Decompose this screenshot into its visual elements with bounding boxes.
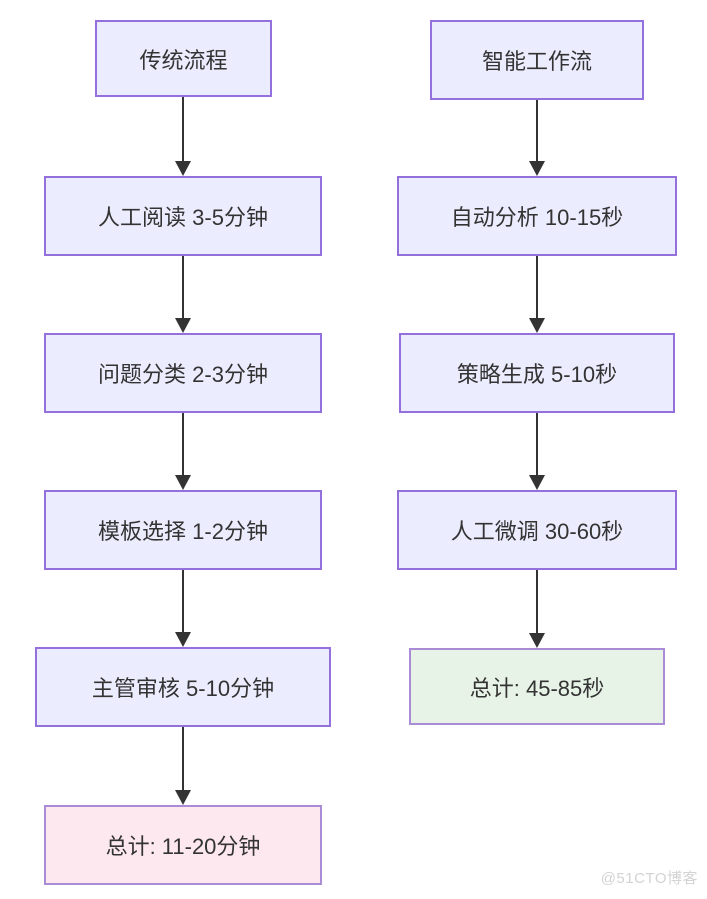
node-label: 智能工作流 <box>481 49 592 74</box>
node-template-selection: 模板选择 1-2分钟 <box>44 490 322 570</box>
arrow-shaft <box>182 570 184 632</box>
node-label: 传统流程 <box>139 47 228 73</box>
arrow-shaft <box>182 413 184 475</box>
node-label: 模板选择 1-2分钟 <box>98 519 268 544</box>
node-label: 问题分类 2-3分钟 <box>98 362 268 387</box>
node-label: 人工微调 30-60秒 <box>450 519 624 544</box>
node-label: 主管审核 5-10分钟 <box>91 676 275 701</box>
arrow-shaft <box>536 100 538 161</box>
arrow-down-icon <box>529 413 545 490</box>
arrow-down-icon <box>175 570 191 647</box>
node-manual-reading: 人工阅读 3-5分钟 <box>44 176 322 256</box>
arrow-head <box>529 161 545 176</box>
arrow-head <box>175 790 191 805</box>
node-label: 自动分析 10-15秒 <box>450 205 624 230</box>
arrow-shaft <box>536 256 538 318</box>
node-traditional-header: 传统流程 <box>95 20 272 97</box>
node-traditional-total: 总计: 11-20分钟 <box>44 805 322 885</box>
arrow-head <box>175 318 191 333</box>
arrow-down-icon <box>175 413 191 490</box>
arrow-head <box>175 161 191 176</box>
node-auto-analysis: 自动分析 10-15秒 <box>397 176 677 256</box>
node-label: 策略生成 5-10秒 <box>456 362 618 387</box>
arrow-shaft <box>536 413 538 475</box>
node-smart-header: 智能工作流 <box>430 20 644 100</box>
arrow-head <box>529 633 545 648</box>
arrow-head <box>175 475 191 490</box>
arrow-head <box>529 318 545 333</box>
arrow-shaft <box>182 97 184 161</box>
arrow-down-icon <box>175 727 191 805</box>
arrow-down-icon <box>175 256 191 333</box>
arrow-head <box>175 632 191 647</box>
node-manual-finetune: 人工微调 30-60秒 <box>397 490 677 570</box>
node-strategy-generation: 策略生成 5-10秒 <box>399 333 675 413</box>
node-supervisor-review: 主管审核 5-10分钟 <box>35 647 331 727</box>
node-label: 人工阅读 3-5分钟 <box>98 205 268 230</box>
arrow-shaft <box>182 727 184 790</box>
arrow-down-icon <box>529 256 545 333</box>
arrow-down-icon <box>175 97 191 176</box>
node-smart-total: 总计: 45-85秒 <box>409 648 665 725</box>
arrow-shaft <box>182 256 184 318</box>
node-label: 总计: 11-20分钟 <box>105 834 261 859</box>
arrow-shaft <box>536 570 538 633</box>
arrow-down-icon <box>529 570 545 648</box>
node-issue-classification: 问题分类 2-3分钟 <box>44 333 322 413</box>
arrow-down-icon <box>529 100 545 176</box>
arrow-head <box>529 475 545 490</box>
node-label: 总计: 45-85秒 <box>469 675 605 701</box>
watermark: @51CTO博客 <box>600 870 698 887</box>
